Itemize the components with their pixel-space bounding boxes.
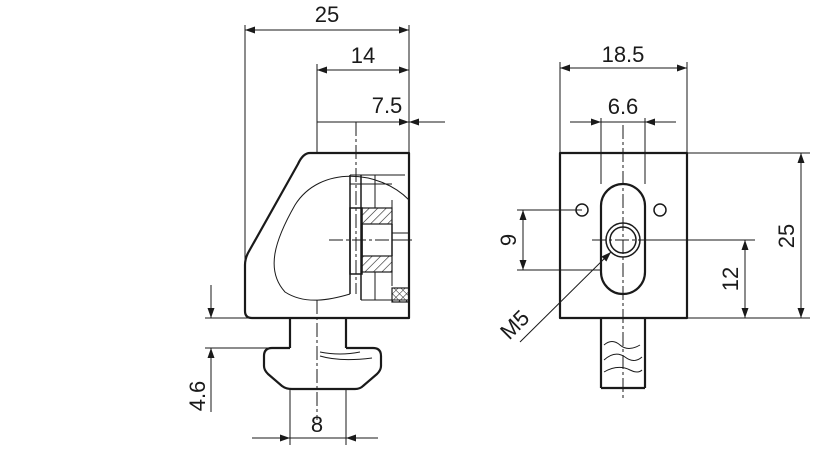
dim-9-label: 9 xyxy=(496,234,521,246)
side-body-outline xyxy=(243,151,411,320)
dim-6-6-label: 6.6 xyxy=(608,94,639,119)
m5-leader-line xyxy=(519,251,612,343)
dim-7-5-label: 7.5 xyxy=(372,93,403,118)
dim-25-side-label: 25 xyxy=(315,2,339,27)
m5-label: M5 xyxy=(495,305,534,344)
dim-8-label: 8 xyxy=(311,412,323,437)
dim-25-front-label: 25 xyxy=(774,224,799,248)
front-view: 18.5 6.6 9 25 12 M5 xyxy=(495,42,810,398)
side-clamp-section xyxy=(349,174,410,303)
dim-4-6-label: 4.6 xyxy=(185,381,210,412)
side-recess-curve xyxy=(273,175,410,301)
side-crosshatch-strip xyxy=(391,287,410,303)
dim-12-label: 12 xyxy=(718,267,743,291)
dim-18-5-label: 18.5 xyxy=(602,42,645,67)
front-small-hole-right xyxy=(653,203,667,217)
side-tslot-nut xyxy=(262,318,383,391)
dim-14-label: 14 xyxy=(351,43,375,68)
side-hatched-lower xyxy=(361,255,393,273)
side-view: 25 14 7.5 4.6 8 xyxy=(185,2,445,445)
side-hatched-upper xyxy=(361,207,393,225)
